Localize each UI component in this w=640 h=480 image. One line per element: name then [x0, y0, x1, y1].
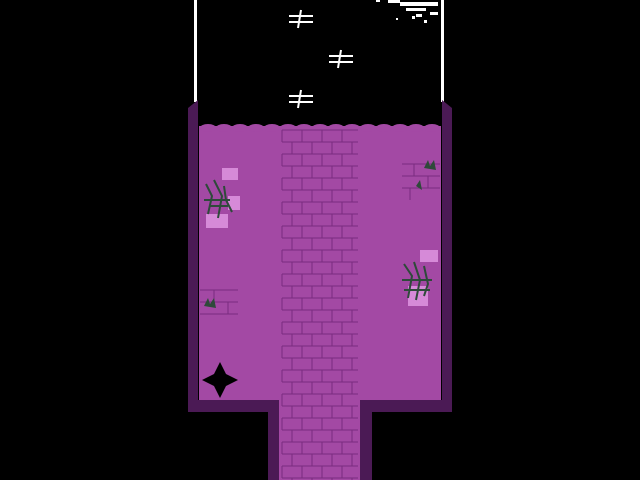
right-door-frame: [441, 0, 444, 102]
brick-path: [281, 129, 358, 480]
floor-scallop: [392, 124, 408, 132]
floor-scallop: [344, 124, 360, 132]
floor-scallop: [248, 124, 264, 132]
floor-scallop: [296, 124, 312, 132]
floor-top-edge: [200, 124, 440, 132]
floor-scallop: [424, 124, 440, 132]
vine-icon: [204, 168, 240, 228]
floor-scallop: [360, 124, 376, 132]
crack-mark-icon: [289, 89, 313, 109]
floor-scallop: [312, 124, 328, 132]
floor-scallop: [376, 124, 392, 132]
floor-scallop: [232, 124, 248, 132]
room-walls: [188, 100, 452, 480]
room-floor: [199, 126, 441, 400]
crack-mark-icon: [329, 49, 353, 69]
left-door-frame: [194, 0, 197, 102]
vine-icon: [402, 250, 438, 306]
floor-scallop: [216, 124, 232, 132]
floor-scallop: [200, 124, 216, 132]
sparkle-icon: [376, 0, 438, 23]
grass-tuft-icon: [204, 160, 436, 308]
four-point-star-icon[interactable]: [202, 362, 238, 398]
crack-mark-icon: [289, 9, 313, 29]
wall-cracks: [289, 9, 353, 109]
upper-corridor: [194, 0, 444, 102]
floor-scallop: [264, 124, 280, 132]
floor-scallop: [408, 124, 424, 132]
exit-corridor-floor: [279, 400, 360, 480]
